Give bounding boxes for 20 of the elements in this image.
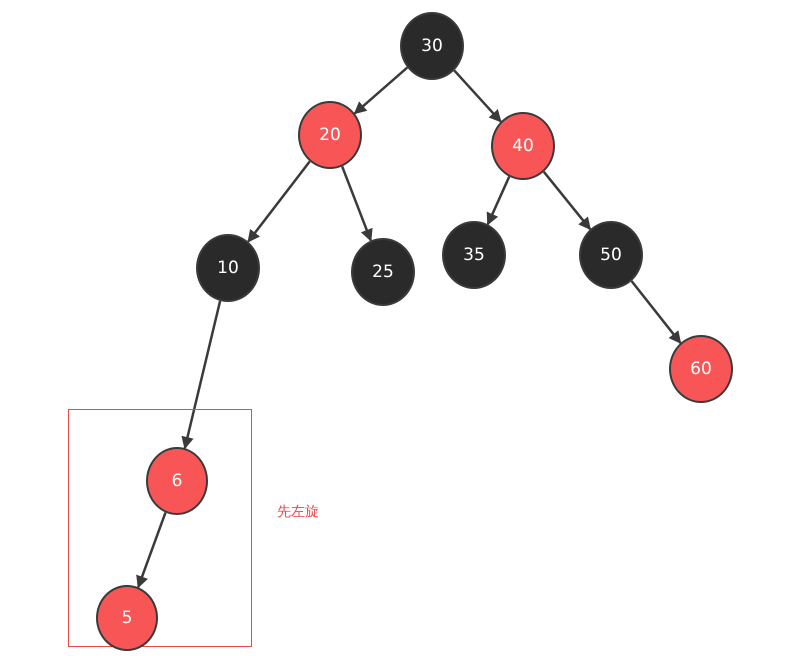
tree-node: 20 — [298, 101, 362, 169]
tree-node: 25 — [351, 238, 415, 306]
tree-node: 10 — [196, 234, 260, 302]
arrow — [542, 171, 592, 230]
arrow — [341, 166, 373, 242]
tree-node: 35 — [442, 221, 506, 289]
tree-node: 40 — [491, 112, 555, 180]
arrow — [630, 280, 682, 344]
arrow — [247, 160, 311, 243]
tree-node: 6 — [146, 447, 208, 515]
tree-node: 60 — [669, 335, 733, 403]
arrow — [136, 512, 167, 588]
tree-node: 30 — [400, 12, 464, 80]
arrow — [181, 300, 222, 450]
tree-node: 50 — [579, 221, 643, 289]
arrow — [453, 70, 502, 122]
arrow — [354, 66, 408, 114]
tree-node: 5 — [96, 585, 158, 651]
note-text: 先左旋 — [277, 503, 319, 521]
arrow — [486, 176, 510, 226]
